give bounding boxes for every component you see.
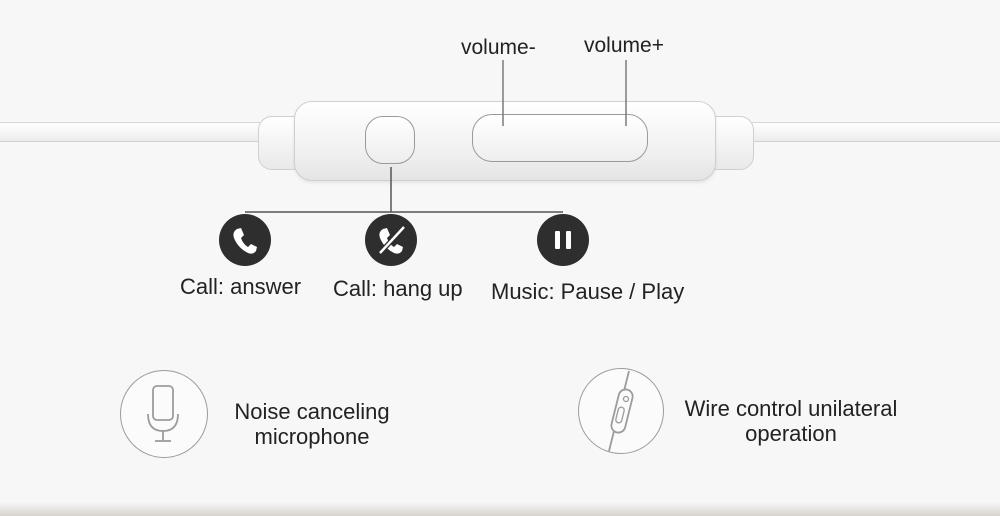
call-hangup-label: Call: hang up [333, 276, 463, 301]
feature-line-1: Wire control unilateral [684, 396, 898, 421]
wire-control-icon [578, 368, 664, 454]
microphone-icon [120, 370, 208, 458]
noise-canceling-label: Noise canceling microphone [226, 399, 398, 449]
volume-rocker[interactable] [472, 114, 648, 162]
multifunction-button[interactable] [365, 116, 415, 164]
phone-answer-icon [219, 214, 271, 266]
volume-plus-label: volume+ [584, 34, 664, 57]
feature-line-2: operation [745, 421, 837, 446]
feature-line-1: Noise canceling [234, 399, 390, 424]
volume-minus-label: volume- [461, 36, 536, 59]
music-pause-play-label: Music: Pause / Play [491, 279, 685, 304]
pause-icon [537, 214, 589, 266]
phone-hangup-icon [365, 214, 417, 266]
call-answer-label: Call: answer [180, 274, 302, 299]
wire-control-label: Wire control unilateral operation [672, 396, 910, 446]
bottom-shadow [0, 502, 1000, 516]
feature-line-2: microphone [254, 424, 370, 449]
